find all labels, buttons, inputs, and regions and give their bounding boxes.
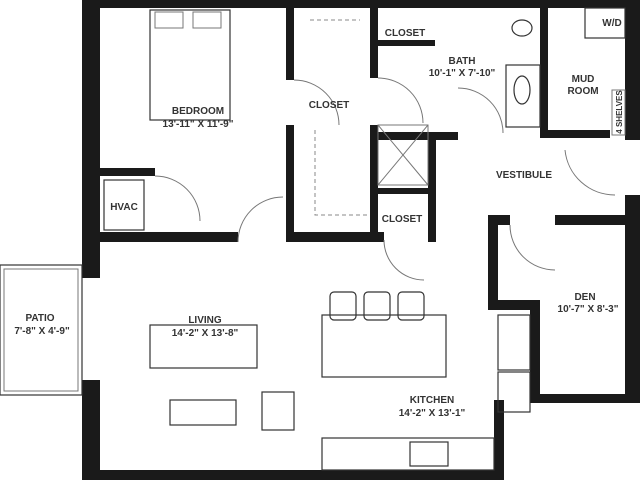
sofa [149,324,258,369]
hvac-label: HVAC [110,202,138,213]
patio-label: PATIO [25,313,54,324]
shelves-label: 4 SHELVES [615,90,624,134]
range [497,371,531,413]
walls [82,0,640,480]
sink [513,75,531,105]
kitchen-label: KITCHEN [410,395,454,406]
stool [363,291,391,321]
bedroom-label: BEDROOM [172,106,224,117]
mud-room-label-2: ROOM [567,86,598,97]
mud-room-label: MUD [572,74,595,85]
fridge [497,314,531,371]
coffee-table [169,399,237,426]
kitchen-size: 14'-2" X 13'-1" [399,408,466,419]
labels: BEDROOM 13'-11" X 11'-9" CLOSET CLOSET C… [14,18,624,419]
armchair [261,391,295,431]
closet-label: CLOSET [385,28,426,39]
stool [329,291,357,321]
patio-outline [0,264,83,396]
living-label: LIVING [188,315,222,326]
pillow [192,11,222,29]
fixtures [0,7,626,471]
counter [321,437,495,471]
living-size: 14'-2" X 13'-8" [172,328,239,339]
den-size: 10'-7" X 8'-3" [558,304,619,315]
closet-label: CLOSET [382,214,423,225]
vestibule-label: VESTIBULE [496,170,552,181]
vanity [505,64,541,128]
den-label: DEN [574,292,595,303]
closet-label: CLOSET [309,100,350,111]
hvac-unit [103,179,145,231]
bedroom-size: 13'-11" X 11'-9" [163,119,234,130]
shower [377,124,429,186]
bed [149,9,231,121]
stool [397,291,425,321]
bath-label: BATH [448,56,475,67]
washer-dryer [584,7,626,39]
toilet [511,19,533,37]
pillow [154,11,184,29]
patio-size: 7'-8" X 4'-9" [14,326,70,337]
shelves [611,89,626,136]
wd-label: W/D [602,18,621,29]
kitchen-island [321,314,447,378]
bath-size: 10'-1" X 7'-10" [429,68,496,79]
kitchen-sink [409,441,449,467]
